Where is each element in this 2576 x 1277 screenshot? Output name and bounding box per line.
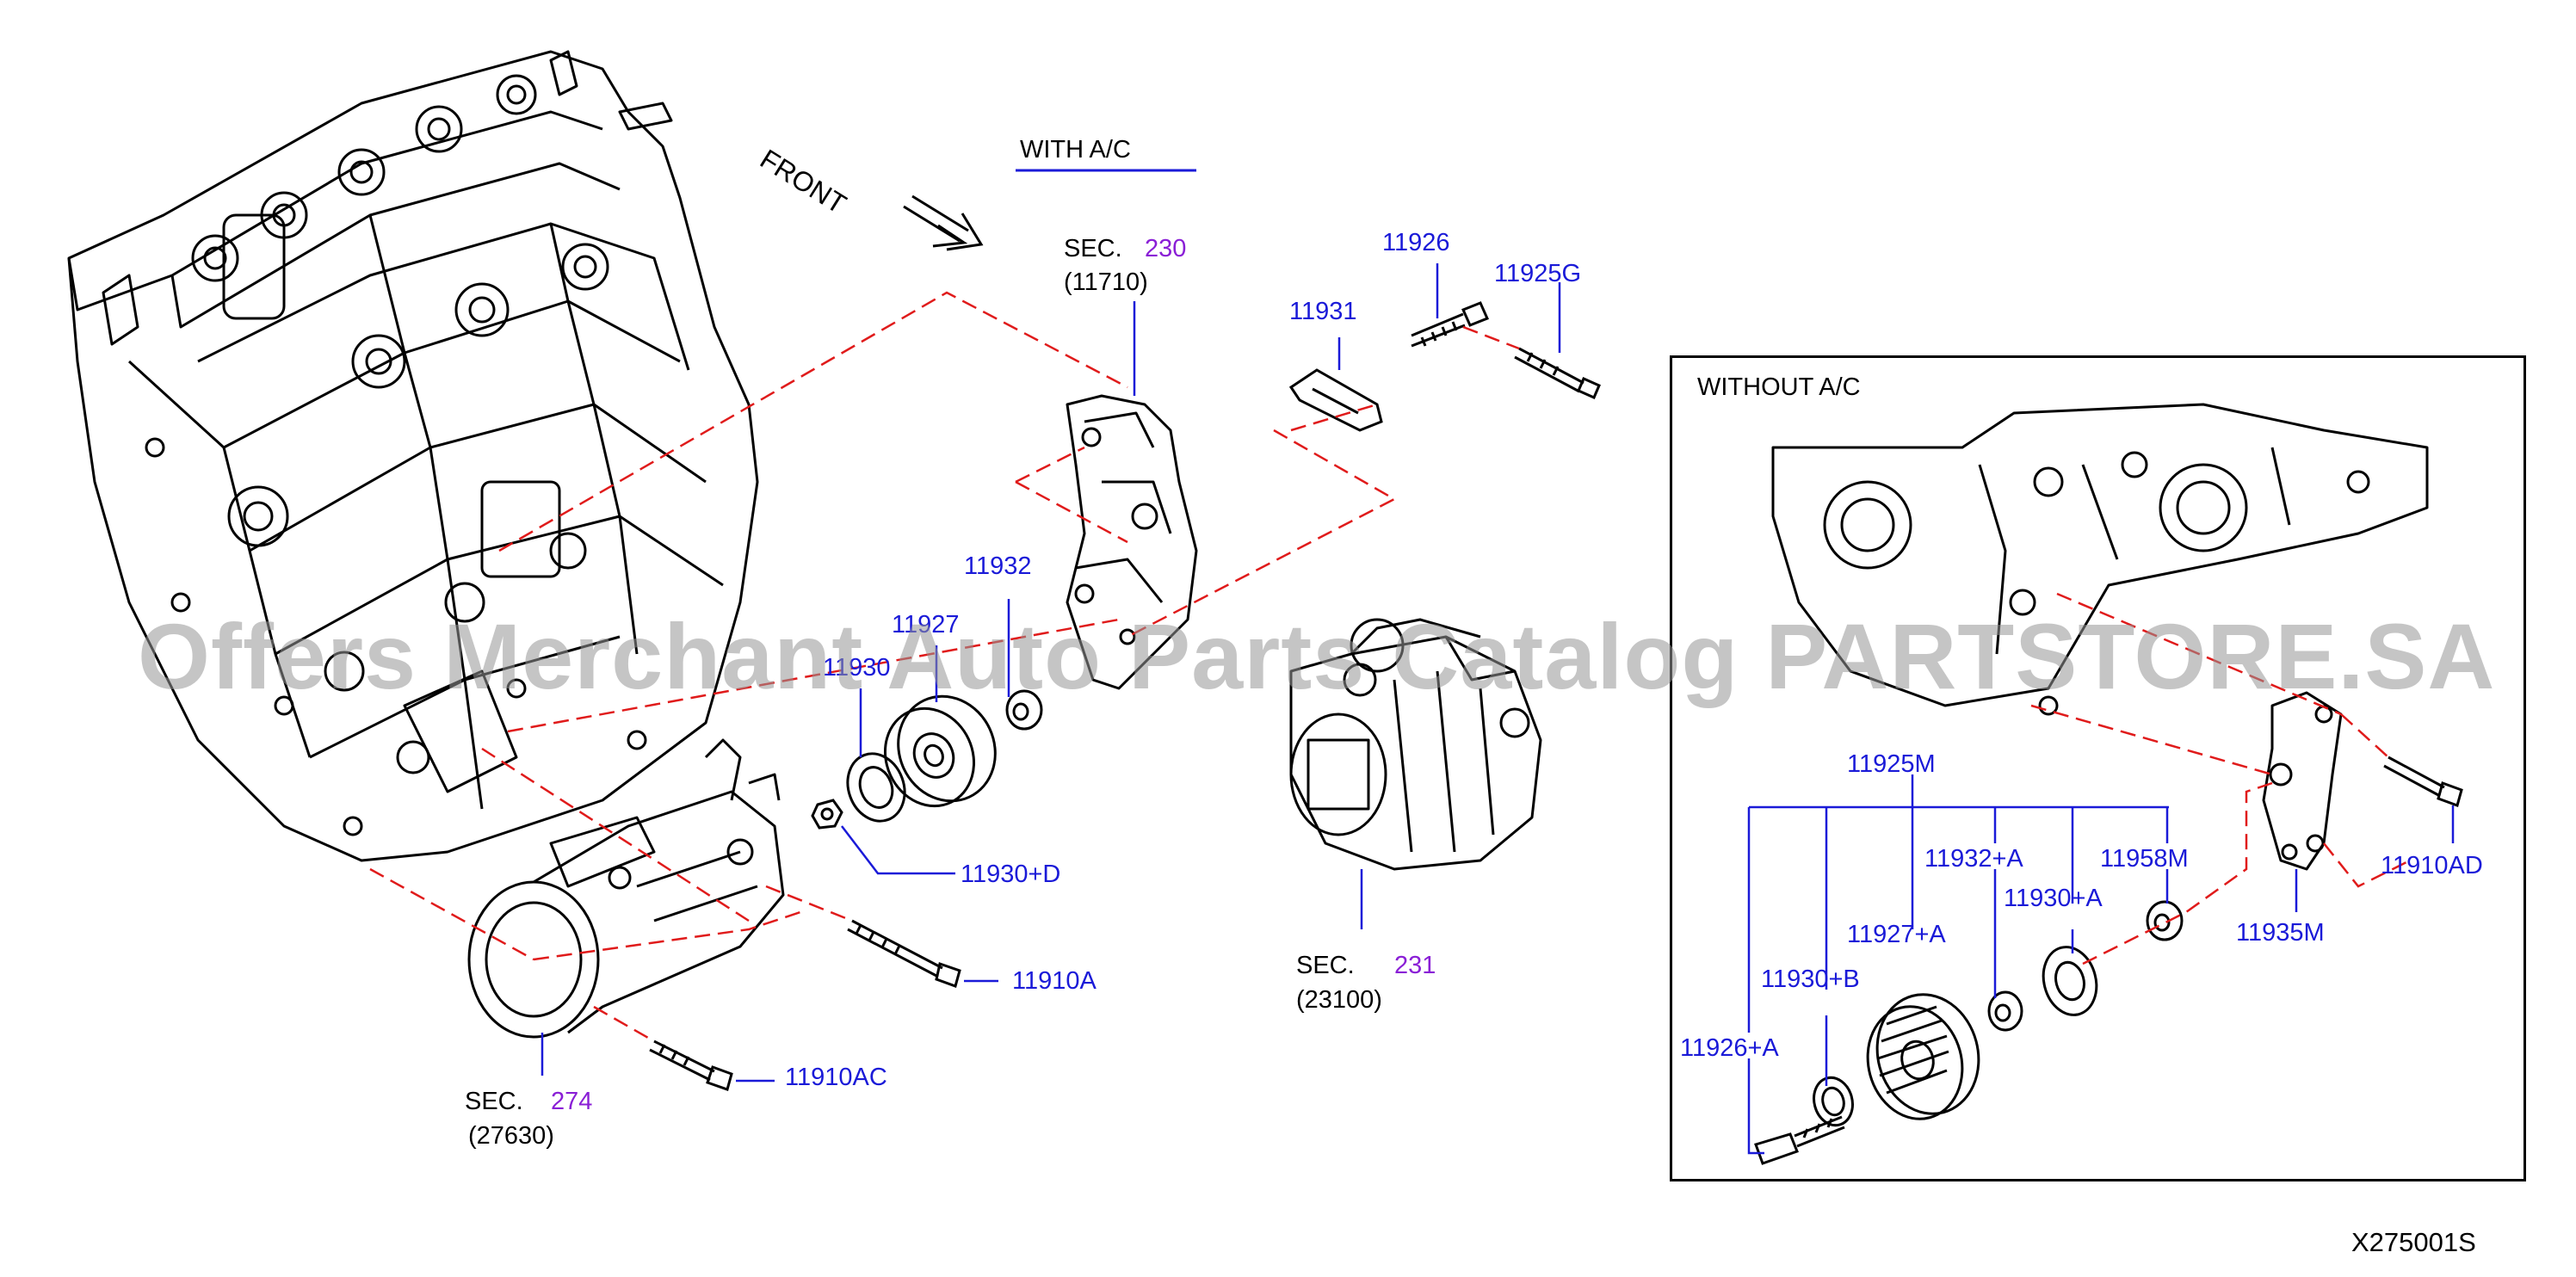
with-ac-heading: WITH A/C	[1020, 136, 1131, 163]
figure-code: X275001S	[2351, 1227, 2476, 1257]
bolt-11926-illustration	[1411, 301, 1490, 348]
leader-lines-with-ac	[541, 263, 1561, 1083]
part-label-11930[interactable]: 11930	[823, 654, 891, 682]
nut-11930d-illustration	[811, 799, 843, 830]
pulley-11927a-illustration	[1866, 993, 1980, 1120]
sec-231-prefix: SEC.	[1296, 952, 1355, 979]
spacer-11932a-illustration	[1987, 990, 2023, 1032]
without-ac-heading: WITHOUT A/C	[1697, 373, 1861, 401]
bracket-11935m-illustration	[2262, 691, 2343, 871]
front-arrow-icon	[903, 194, 984, 251]
part-label-11927-a[interactable]: 11927+A	[1847, 921, 1946, 948]
without-ac-panel	[1670, 355, 2526, 1181]
part-label-11930-b[interactable]: 11930+B	[1761, 965, 1860, 993]
mounting-bracket-illustration	[1066, 394, 1198, 690]
part-label-11925m[interactable]: 11925M	[1847, 750, 1936, 778]
part-label-11958m[interactable]: 11958M	[2100, 845, 2189, 873]
bolt-11910a-illustration	[847, 919, 961, 988]
sec-230-prefix: SEC.	[1064, 235, 1122, 262]
part-label-11910ad[interactable]: 11910AD	[2381, 852, 2483, 879]
bracket-11931-illustration	[1288, 368, 1383, 432]
washer-11930a-illustration	[2042, 946, 2098, 1016]
phantom-lines-without-ac	[2030, 592, 2411, 965]
engine-block-illustration	[67, 50, 759, 862]
part-label-11925g[interactable]: 11925G	[1494, 260, 1582, 287]
alternator-illustration	[1289, 618, 1542, 871]
idler-pulley-11927-illustration	[883, 694, 997, 808]
washer-11930-illustration	[846, 752, 906, 823]
bolt-11910ad-illustration	[2383, 756, 2463, 807]
sec-274-number: 274	[551, 1088, 593, 1115]
part-label-11927[interactable]: 11927	[892, 611, 960, 638]
part-label-11932-a[interactable]: 11932+A	[1924, 845, 2023, 873]
bolt-11926a-illustration	[1754, 1115, 1845, 1165]
phantom-lines-with-ac	[369, 291, 1520, 1043]
sec-231-number: 231	[1394, 952, 1436, 979]
watermark: Offers Merchant Auto Parts Catalog PARTS…	[138, 604, 2496, 708]
leader-lines-without-ac	[1747, 774, 2455, 1155]
sec-274-prefix: SEC.	[465, 1088, 523, 1115]
sec-230-number: 230	[1145, 235, 1187, 262]
sec-230-code: (11710)	[1064, 268, 1148, 296]
part-label-11910a[interactable]: 11910A	[1012, 967, 1096, 995]
part-label-11926-a[interactable]: 11926+A	[1680, 1034, 1779, 1062]
sec-274-code: (27630)	[468, 1122, 554, 1150]
bolt-11925g-illustration	[1514, 347, 1601, 399]
ac-compressor-illustration	[467, 738, 785, 1039]
spacer-11932-illustration	[1005, 689, 1043, 731]
part-label-11910ac[interactable]: 11910AC	[785, 1064, 887, 1091]
part-label-11932[interactable]: 11932	[964, 552, 1032, 580]
part-label-11931[interactable]: 11931	[1289, 298, 1357, 325]
spacer-11958m-illustration	[2146, 900, 2184, 941]
bolt-11910ac-illustration	[649, 1039, 733, 1091]
part-label-11930-d[interactable]: 11930+D	[961, 861, 1061, 888]
part-label-11926[interactable]: 11926	[1382, 229, 1450, 256]
engine-detail-illustration	[1771, 403, 2429, 716]
sec-231-code: (23100)	[1296, 986, 1382, 1014]
part-label-11930-a[interactable]: 11930+A	[2004, 885, 2103, 912]
part-label-11935m[interactable]: 11935M	[2236, 919, 2325, 947]
